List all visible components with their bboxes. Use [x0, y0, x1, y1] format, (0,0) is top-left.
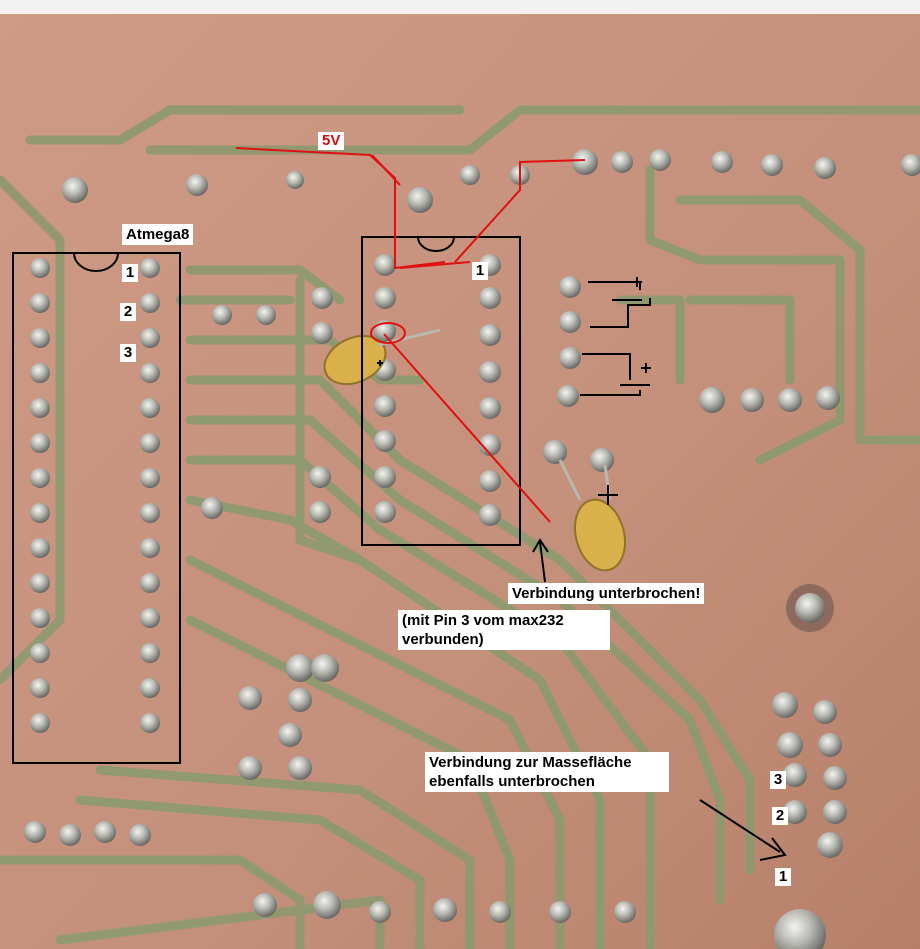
- connection-note-line-2: verbunden): [402, 631, 484, 648]
- atmega-pin-3-label: 3: [120, 344, 136, 362]
- connector-pin-3-label: 3: [770, 771, 786, 789]
- atmega-pin-2-label: 2: [120, 303, 136, 321]
- atmega8-label: Atmega8: [122, 224, 194, 245]
- ground-note-line-1: Verbindung zur Massefläche: [429, 754, 632, 771]
- connection-note-line-1: (mit Pin 3 vom max232: [402, 612, 564, 629]
- connection-broken-label: Verbindung unterbrochen!: [508, 583, 705, 604]
- max232-pin-1-label: 1: [472, 262, 488, 280]
- five-volt-label: 5V: [318, 132, 345, 150]
- ground-note-line-2: ebenfalls unterbrochen: [429, 773, 595, 790]
- atmega-pin-1-label: 1: [122, 264, 138, 282]
- connection-note-label: (mit Pin 3 vom max232 verbunden): [398, 610, 610, 650]
- connector-pin-1-label: 1: [775, 868, 791, 886]
- ground-plane-note-label: Verbindung zur Massefläche ebenfalls unt…: [425, 752, 669, 792]
- connector-pin-2-label: 2: [772, 807, 788, 825]
